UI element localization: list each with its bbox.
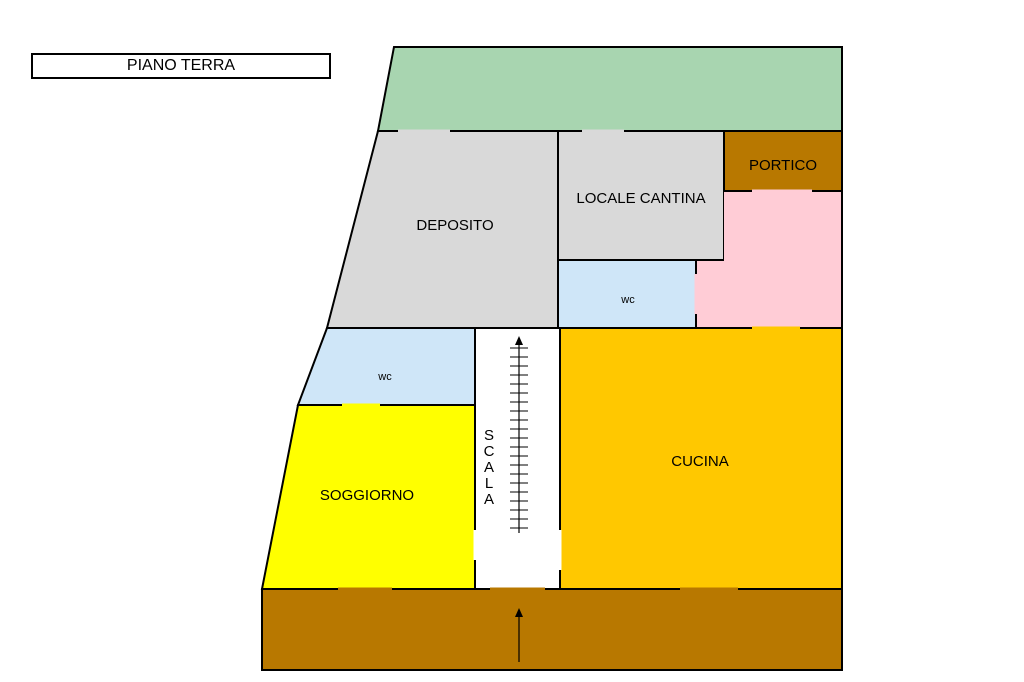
openings [338, 129, 812, 591]
label-portico: PORTICO [749, 157, 817, 174]
plan-title-label: PIANO TERRA [126, 57, 236, 74]
label-scala-letter: L [485, 475, 493, 492]
label-wc-lower: wc [377, 371, 392, 383]
entrance-arrow-head-icon [515, 608, 523, 617]
label-scala-letter: A [484, 459, 494, 476]
plan-title: PIANO TERRA [31, 53, 331, 79]
label-deposito: DEPOSITO [416, 217, 493, 234]
stair-arrow-head-icon [515, 336, 523, 345]
label-cucina: CUCINA [671, 453, 729, 470]
label-locale-cantina: LOCALE CANTINA [576, 190, 705, 207]
label-wc-upper: wc [620, 294, 635, 306]
label-scala: S C A L A [484, 427, 495, 508]
label-soggiorno: SOGGIORNO [320, 487, 414, 504]
room-wc-lower [296, 327, 476, 406]
label-scala-letter: C [484, 443, 495, 460]
label-scala-letter: A [484, 491, 494, 508]
label-scala-letter: S [484, 427, 494, 444]
room-unlabeled-pink [696, 191, 842, 328]
garden-area [376, 46, 843, 132]
entrance-area [261, 588, 843, 671]
